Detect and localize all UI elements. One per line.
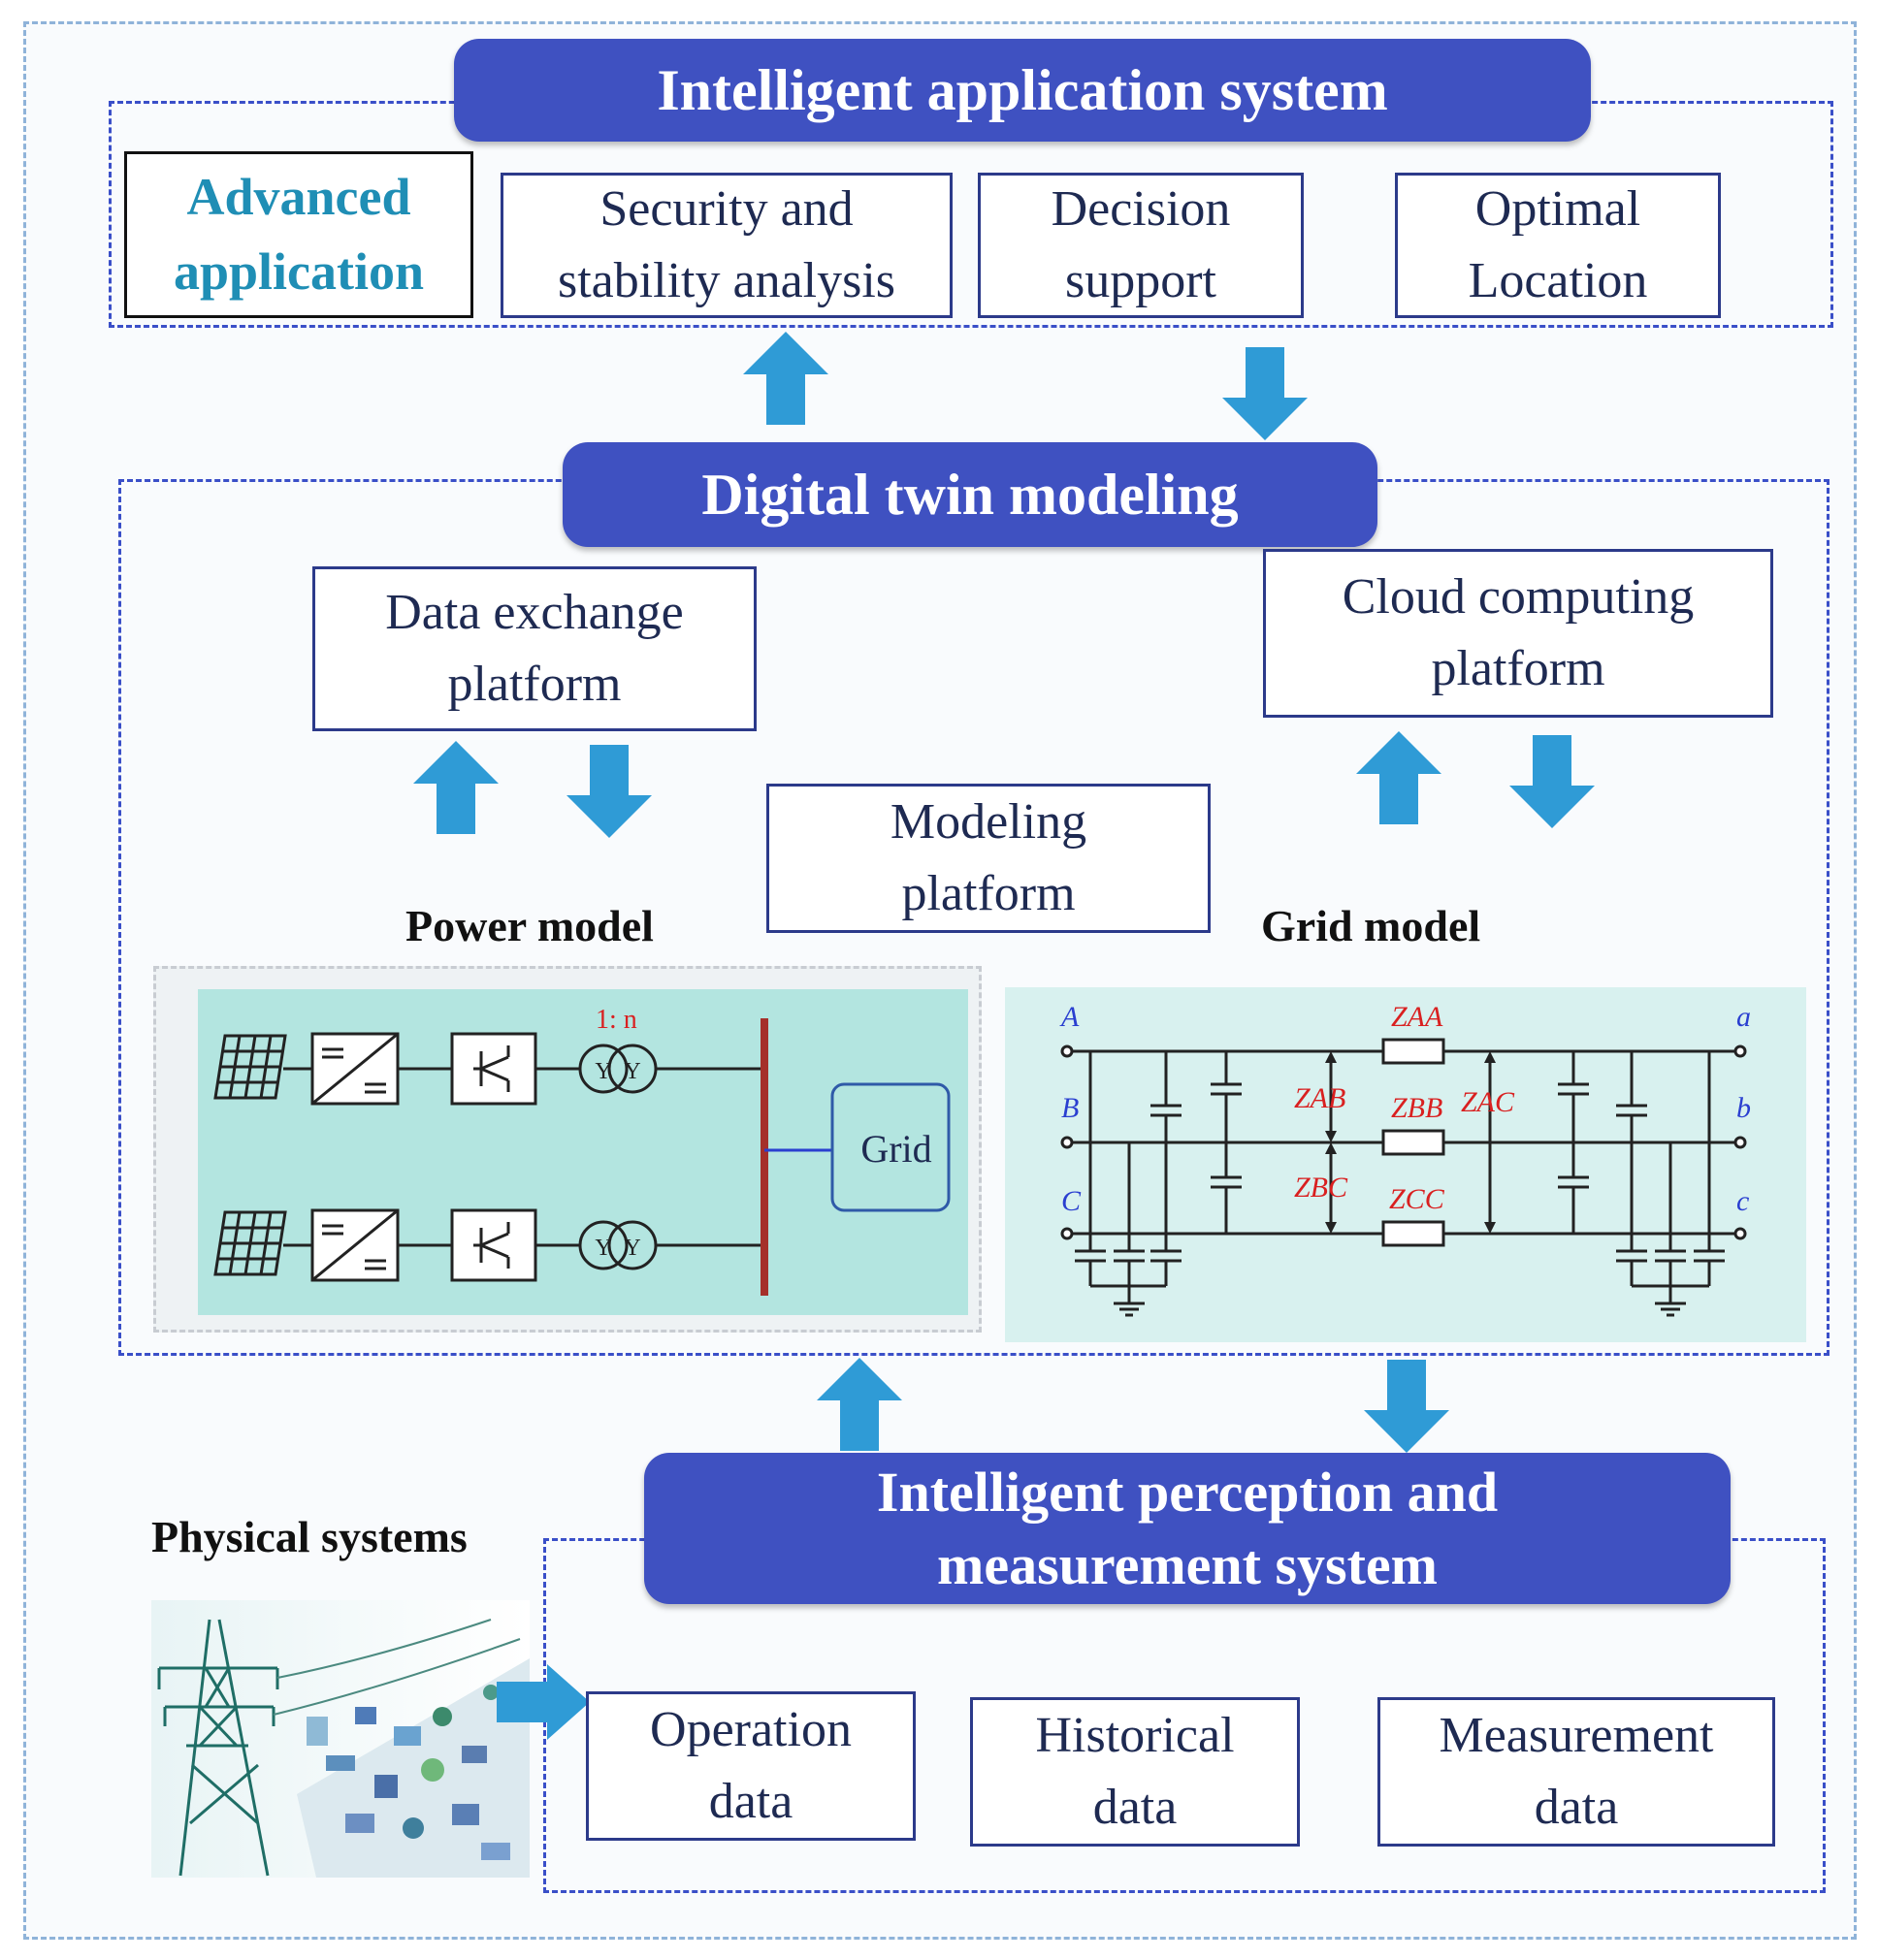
- advanced-application-label: Advanced application: [124, 151, 473, 318]
- optimal-location-box: Optimal Location: [1395, 173, 1721, 318]
- measurement-data-box: Measurement data: [1377, 1697, 1775, 1847]
- security-stability-box: Security and stability analysis: [501, 173, 953, 318]
- svg-text:Y: Y: [595, 1236, 611, 1261]
- transformer-icon: Y Y: [578, 1044, 658, 1094]
- digital-twin-banner: Digital twin modeling: [563, 442, 1377, 547]
- down-arrow-icon: [1222, 347, 1308, 440]
- up-arrow-icon: [1356, 731, 1441, 824]
- physical-systems-label: Physical systems: [151, 1512, 468, 1561]
- down-arrow-icon: [567, 745, 652, 838]
- impedance-bb-label: ZBB: [1391, 1092, 1442, 1124]
- pv-panel-icon: [213, 1034, 287, 1100]
- power-model-label: Power model: [405, 901, 654, 950]
- pv-panel-icon: [213, 1210, 287, 1276]
- phase-c-out-label: c: [1736, 1185, 1749, 1217]
- impedance-cc: [1381, 1220, 1445, 1247]
- up-arrow-icon: [413, 741, 499, 834]
- dc-dc-converter-icon: [310, 1032, 400, 1106]
- operation-data-box: Operation data: [586, 1691, 916, 1841]
- phase-a-out-label: a: [1736, 1001, 1751, 1033]
- right-arrow-icon: [497, 1664, 590, 1740]
- ratio-label: 1: n: [596, 1005, 637, 1035]
- grid-model-diagram: A B C a b c: [1005, 987, 1806, 1342]
- dc-dc-converter-icon: [310, 1208, 400, 1282]
- inverter-icon: [450, 1032, 537, 1106]
- application-system-banner: Intelligent application system: [454, 39, 1591, 142]
- grid-box: [830, 1082, 951, 1212]
- phase-b-out-label: b: [1736, 1092, 1751, 1124]
- grid-label: Grid: [860, 1127, 931, 1171]
- physical-system-illustration: [151, 1600, 530, 1878]
- impedance-aa-label: ZAA: [1391, 1001, 1443, 1033]
- impedance-aa: [1381, 1038, 1445, 1065]
- impedance-ac-label: ZAC: [1461, 1086, 1515, 1118]
- power-model-diagram: Y Y 1: n Y Y Grid: [198, 989, 968, 1315]
- decision-support-box: Decision support: [978, 173, 1304, 318]
- phase-a-label: A: [1059, 1001, 1080, 1033]
- svg-text:Y: Y: [624, 1236, 640, 1261]
- svg-text:Y: Y: [624, 1059, 640, 1084]
- data-exchange-box: Data exchange platform: [312, 566, 757, 731]
- device-icons: [307, 1685, 510, 1860]
- phase-c-label: C: [1061, 1185, 1082, 1217]
- historical-data-box: Historical data: [970, 1697, 1300, 1847]
- up-arrow-icon: [817, 1358, 902, 1451]
- impedance-bc-label: ZBC: [1294, 1172, 1348, 1204]
- phase-b-label: B: [1061, 1092, 1079, 1124]
- perception-system-banner: Intelligent perception and measurement s…: [644, 1453, 1731, 1604]
- inverter-icon: [450, 1208, 537, 1282]
- grid-model-label: Grid model: [1261, 901, 1481, 950]
- up-arrow-icon: [743, 332, 828, 425]
- down-arrow-icon: [1364, 1360, 1449, 1453]
- impedance-bb: [1381, 1129, 1445, 1156]
- svg-text:Y: Y: [595, 1059, 611, 1084]
- modeling-platform-box: Modeling platform: [766, 784, 1211, 933]
- down-arrow-icon: [1509, 735, 1595, 828]
- transmission-tower-icon: [157, 1619, 279, 1877]
- impedance-cc-label: ZCC: [1389, 1183, 1445, 1215]
- impedance-ab-label: ZAB: [1294, 1082, 1345, 1114]
- cloud-computing-box: Cloud computing platform: [1263, 549, 1773, 718]
